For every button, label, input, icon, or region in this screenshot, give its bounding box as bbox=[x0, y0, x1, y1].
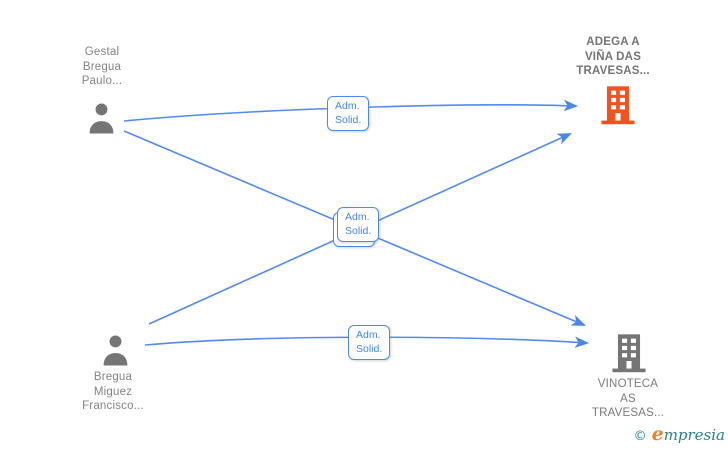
node-label-company1[interactable]: ADEGA A VIÑA DAS TRAVESAS... bbox=[576, 36, 650, 77]
brand-rest: mpresia bbox=[663, 426, 725, 444]
edge-label-line1: Adm. bbox=[356, 329, 381, 341]
edge-label-adm-solid-3[interactable]: Adm. Solid. bbox=[348, 325, 391, 360]
node-label-person2[interactable]: Bregua Miguez Francisco... bbox=[82, 371, 144, 412]
brand-wordmark: empresia bbox=[652, 423, 725, 445]
person-icon[interactable] bbox=[100, 333, 131, 372]
edge-label-adm-solid-front[interactable]: Adm. Solid. bbox=[337, 207, 380, 242]
edge-label-line1: Adm. bbox=[335, 100, 360, 112]
building-icon-gray[interactable] bbox=[610, 332, 648, 378]
edge-label-line2: Solid. bbox=[356, 343, 383, 355]
edge-label-line2: Solid. bbox=[335, 114, 362, 126]
person-icon[interactable] bbox=[86, 101, 117, 140]
copyright-icon: © bbox=[633, 429, 647, 444]
brand-initial: e bbox=[651, 423, 664, 445]
edge-label-line1: Adm. bbox=[345, 211, 370, 223]
building-icon-orange[interactable] bbox=[599, 84, 637, 130]
edge-label-adm-solid-1[interactable]: Adm. Solid. bbox=[327, 96, 370, 131]
node-label-company2[interactable]: VINOTECA AS TRAVESAS... bbox=[591, 378, 665, 419]
edge-label-line2: Solid. bbox=[345, 225, 372, 237]
empresia-logo[interactable]: © empresia bbox=[634, 423, 725, 445]
node-label-person1[interactable]: Gestal Bregua Paulo... bbox=[81, 46, 123, 87]
